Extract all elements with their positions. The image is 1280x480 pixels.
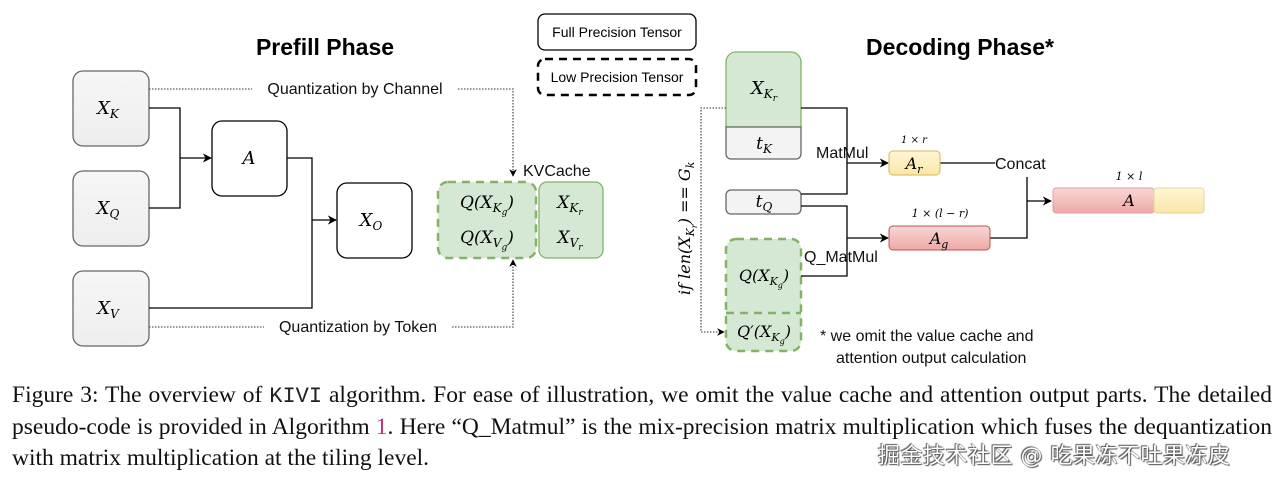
condition-line (700, 107, 726, 336)
qmatmul-label: Q_MatMul (804, 249, 878, 266)
kvcache-quantized-box: Q(XKg) Q(XVg) (436, 180, 538, 260)
algorithm-reference-link[interactable]: 1 (375, 414, 388, 440)
decoding-phase-title: Decoding Phase* (866, 34, 1054, 60)
svg-text:XV: XV (95, 298, 120, 321)
svg-text:XO: XO (358, 210, 383, 233)
quant-channel-line-right (458, 88, 517, 177)
svg-text:A: A (241, 148, 256, 169)
figure-caption: Figure 3: The overview of KIVI algorithm… (12, 382, 1272, 471)
ag-concat-line (990, 177, 1028, 239)
tq-qxkg-connector (801, 205, 848, 277)
condition-label: if len(XKr) == Gk (675, 161, 699, 295)
prefill-phase-title: Prefill Phase (256, 34, 394, 60)
svg-text:A: A (1121, 191, 1135, 210)
ag-box: Ag (888, 225, 991, 251)
footnote-line1: * we omit the value cache and (820, 328, 1033, 345)
kvcache-label: KVCache (523, 163, 591, 180)
xv-box: XV (72, 270, 150, 347)
quant-token-label: Quantization by Token (279, 319, 437, 336)
xk-xq-connector (149, 107, 181, 209)
quant-channel-label: Quantization by Channel (267, 81, 442, 98)
ar-box: Ar (888, 150, 941, 176)
svg-text:XQ: XQ (95, 198, 120, 221)
tq-box: tQ (725, 189, 802, 215)
legend-low-precision: Low Precision Tensor (536, 57, 698, 97)
kivi-diagram: Prefill Phase XK XQ XV A XO Quantization… (72, 13, 1205, 367)
matmul-label: MatMul (816, 145, 868, 162)
svg-text:Low Precision Tensor: Low Precision Tensor (551, 69, 684, 85)
prefill-connectors (149, 107, 337, 309)
ag-dimension: 1 × (l − r) (912, 207, 969, 220)
a-full-residual-segment (1153, 187, 1205, 214)
watermark: 掘金技术社区 @ 吃果冻不吐果冻皮 (878, 444, 1231, 469)
svg-text:XK: XK (95, 98, 120, 121)
a-full-box: A (1052, 187, 1205, 214)
quant-token-line-right (452, 259, 517, 328)
footnote-line2: attention output calculation (836, 350, 1026, 367)
caption-code: KIVI (269, 384, 323, 409)
xkr-tk-stack: XKr tK (725, 51, 802, 160)
ar-dimension: 1 × r (901, 135, 928, 146)
quantized-key-stack: Q(XKg) Q′(XKg) (724, 237, 803, 353)
tk-box (725, 126, 802, 160)
xkr-box (725, 51, 802, 128)
a-full-dimension: 1 × l (1116, 170, 1143, 183)
legend-full-precision: Full Precision Tensor (537, 13, 697, 51)
attention-box: A (211, 120, 288, 197)
a-full-global-segment (1052, 187, 1155, 214)
xq-box: XQ (72, 170, 150, 247)
attention-xv-connector (149, 157, 313, 309)
output-box: XO (336, 182, 413, 259)
xk-box: XK (72, 70, 150, 147)
svg-text:Full Precision Tensor: Full Precision Tensor (552, 24, 682, 40)
concat-label: Concat (995, 156, 1046, 173)
kvcache-residual-box: XKr XVr (538, 181, 604, 259)
xkr-tq-connector (801, 107, 848, 195)
